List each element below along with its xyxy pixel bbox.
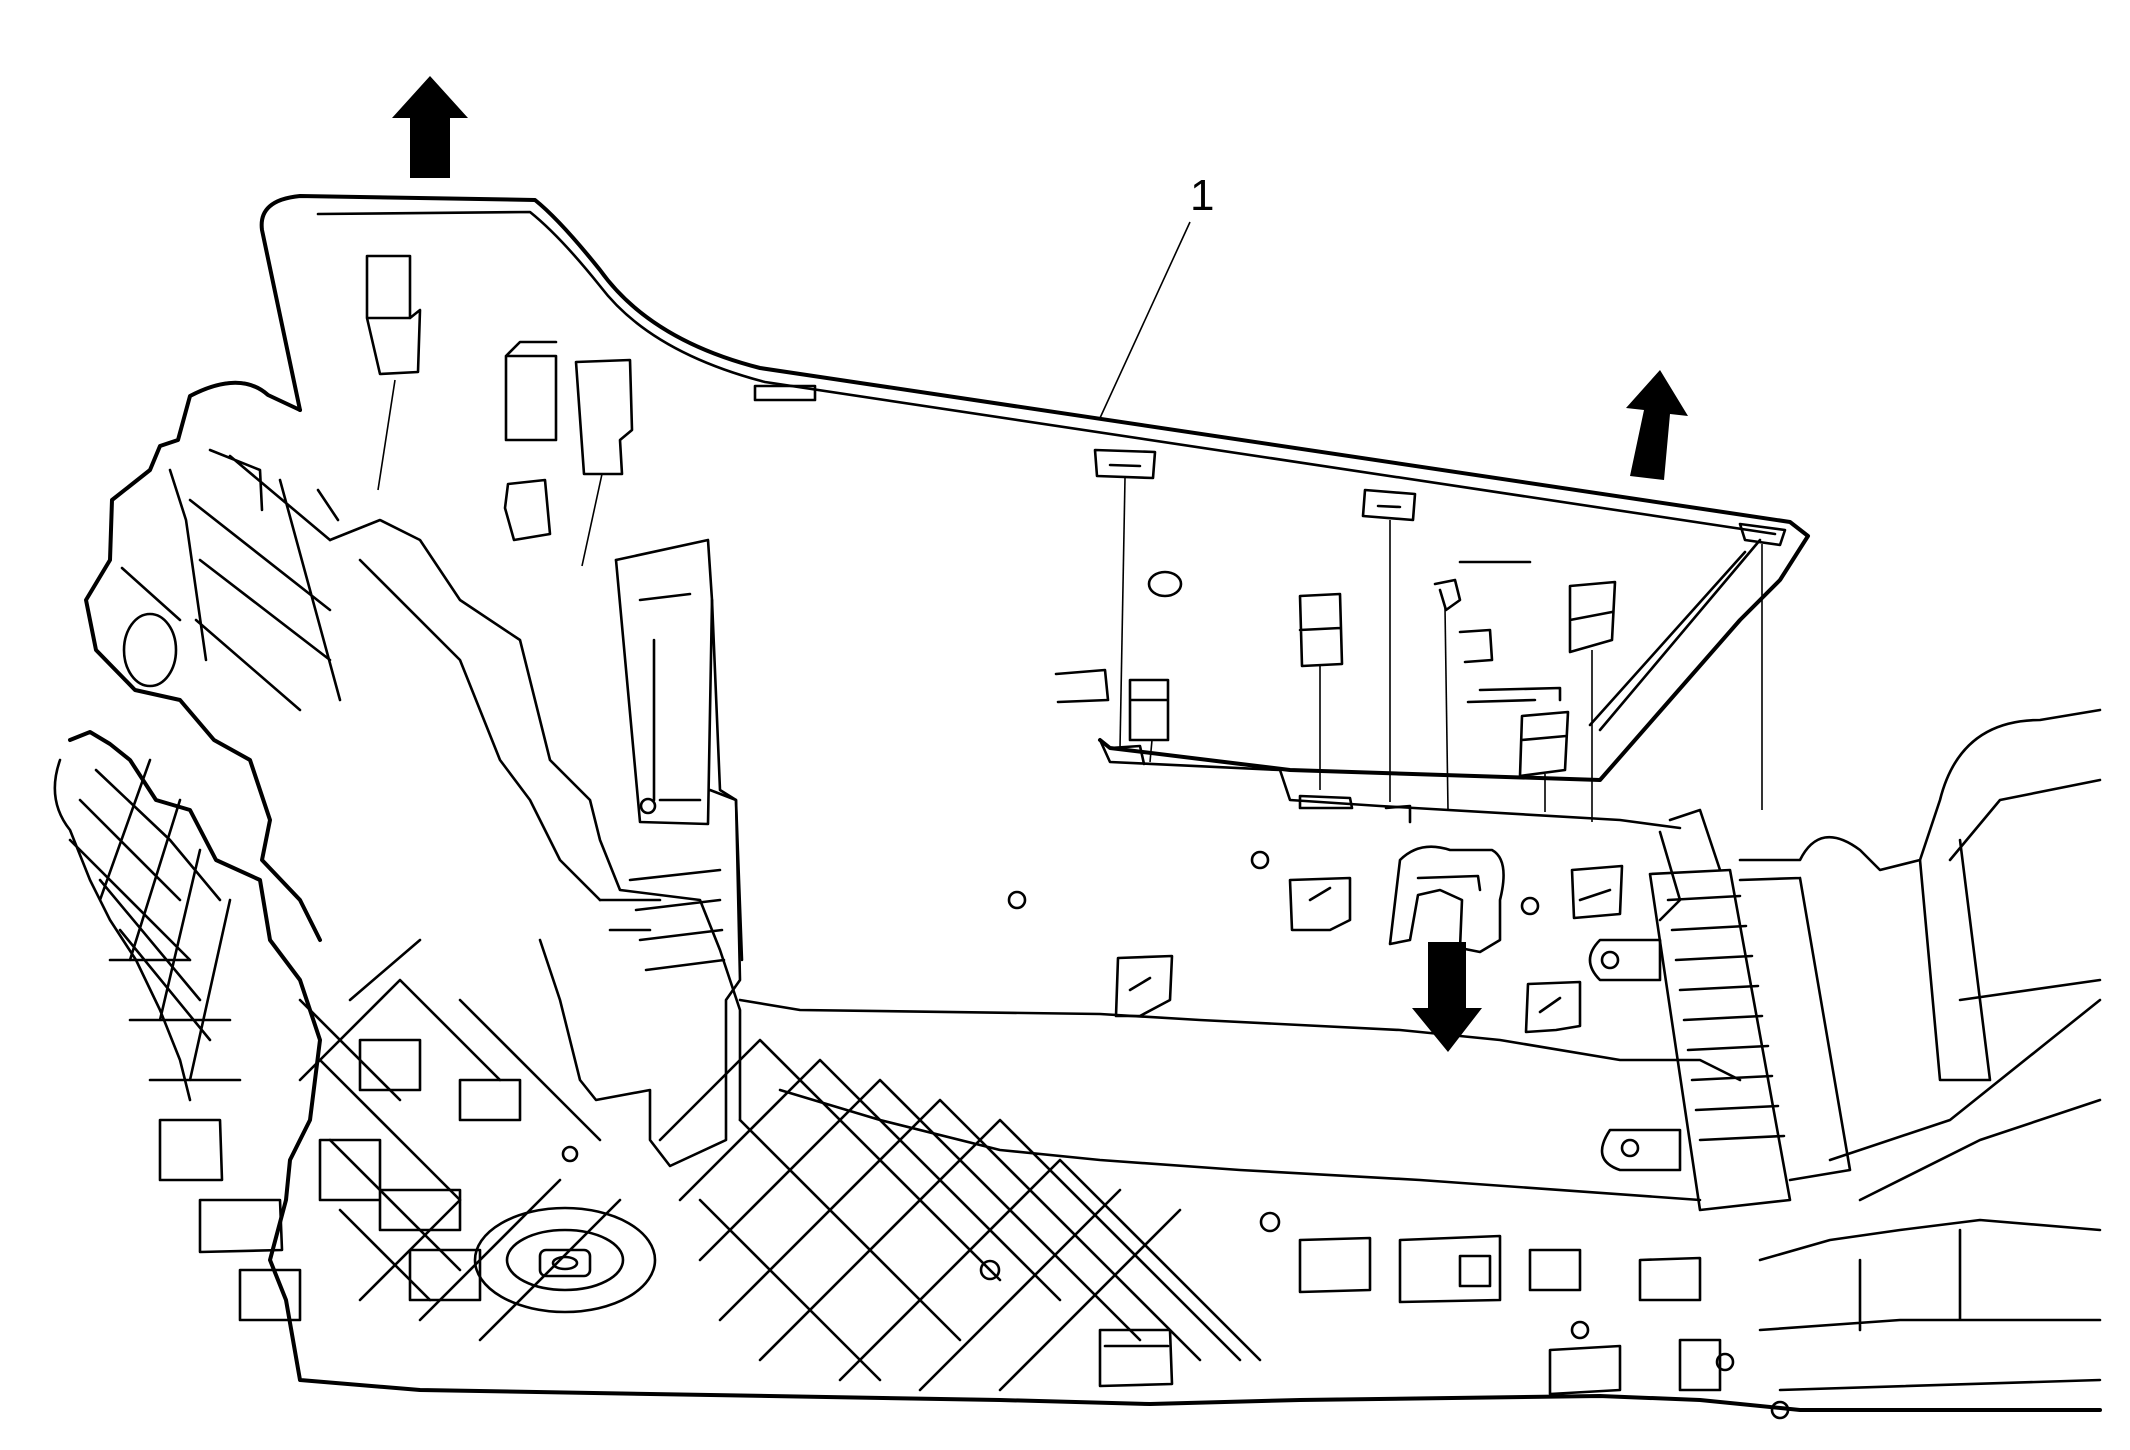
right-panel: [1738, 876, 1852, 1182]
floor-hole-1: [1007, 890, 1027, 910]
lower-right-hole-2: [1715, 1352, 1735, 1372]
leader-b: [581, 473, 603, 567]
center-post-hole: [639, 797, 657, 815]
clip-foot-2: [1298, 794, 1354, 810]
panel-clip-i: [1128, 678, 1170, 742]
panel-clip-h: [1518, 710, 1570, 778]
panel-clip-a: [365, 254, 422, 376]
left-lattice-diagonals: [298, 938, 622, 1342]
console-floor: [738, 708, 2102, 1420]
arrow-center-down: [1412, 942, 1482, 1052]
floor-tab-4: [1570, 864, 1624, 920]
panel-clip-g: [1568, 580, 1617, 654]
floor-tab-1: [1288, 876, 1352, 932]
panel-clip-c: [574, 358, 634, 476]
leader-a: [377, 379, 396, 491]
rear-upright-boss: [122, 612, 178, 688]
trim-panel: [259, 194, 1810, 830]
panel-hole: [1147, 570, 1183, 598]
lattice-hole-3: [561, 1145, 579, 1163]
panel-bracket-1: [1054, 668, 1110, 704]
leader-g: [1444, 607, 1449, 811]
left-lattice-outline: [68, 730, 2102, 1412]
rear-upright-ribs: [120, 448, 342, 712]
right-bracket: [1658, 808, 1722, 922]
panel-clip-d: [503, 478, 552, 542]
far-right-lower: [1828, 778, 2102, 1202]
rim-tab-1: [753, 384, 817, 402]
right-loop-hole-2: [1620, 1138, 1640, 1158]
trim-panel-inner-edge: [1588, 538, 1762, 732]
center-post: [538, 538, 742, 1168]
right-loop-1: [1588, 938, 1662, 982]
right-grille-outline: [1648, 868, 1792, 1212]
panel-bracket-2: [1458, 628, 1562, 702]
shifter-boss-outer: [473, 1206, 657, 1314]
right-loop-2: [1600, 1128, 1682, 1172]
left-wall: [328, 518, 742, 1122]
lattice-hole-1: [979, 1259, 1001, 1281]
floor-tab-2: [1114, 954, 1174, 1018]
arrow-up-icon: [1626, 370, 1688, 480]
shifter-boss-inner: [505, 1228, 625, 1292]
left-lattice-grid: [53, 758, 242, 1102]
far-right-box: [1918, 838, 1992, 1082]
right-loop-hole-1: [1600, 950, 1620, 970]
center-post-slats: [598, 868, 726, 972]
left-lower-blocks: [158, 1038, 522, 1322]
trim-panel-rim: [316, 210, 1777, 536]
rear-upright-outline: [84, 380, 322, 942]
floor-upper-edge: [738, 998, 1742, 1082]
callout-1: 1: [1099, 171, 1214, 419]
panel-clip-f: [1433, 578, 1462, 612]
floor-center-boss: [1388, 845, 1505, 954]
shifter-boss-slot: [538, 1248, 592, 1278]
far-right-bottom: [1758, 1218, 2102, 1392]
panel-clip-e: [1298, 592, 1344, 668]
left-wall-inner: [358, 558, 602, 902]
right-grille-slats: [1666, 894, 1786, 1142]
callout-1-leader: [1099, 221, 1191, 419]
far-right-upper: [1738, 708, 2102, 872]
center-post-inner: [614, 558, 744, 962]
floor-tab-3: [1524, 980, 1582, 1034]
trim-panel-outline: [259, 194, 1810, 782]
clip-leaders: [377, 379, 1763, 822]
far-right-hole: [1770, 1400, 1790, 1420]
shifter-boss-hole: [551, 1255, 579, 1271]
leader-d: [1149, 739, 1153, 763]
rim-clip-3: [1738, 522, 1787, 547]
clip-foot-3: [1384, 804, 1412, 824]
floor-center-boss-inner: [1416, 874, 1482, 892]
panel-lower-rail: [1098, 738, 1682, 830]
arrow-up-icon: [392, 76, 468, 178]
leader-c: [1119, 477, 1126, 749]
rim-clip-1: [1093, 448, 1157, 480]
center-lattice: [658, 1038, 1262, 1392]
console-base: [53, 380, 2102, 1412]
arrow-right-up: [1626, 370, 1688, 480]
floor-lower-edge: [778, 1088, 1702, 1202]
floor-hole-3: [1520, 896, 1540, 916]
arrow-left-up: [392, 76, 468, 178]
callout-1-label: 1: [1190, 171, 1214, 220]
center-lower-box: [1098, 1328, 1174, 1388]
panel-clip-b: [504, 340, 558, 442]
panel-bracket-3: [1458, 560, 1537, 704]
floor-hole-2: [1250, 850, 1270, 870]
lower-right-hole: [1570, 1320, 1590, 1340]
arrow-down-icon: [1412, 942, 1482, 1052]
lattice-hole-2: [1259, 1211, 1281, 1233]
lower-right-boxes: [1298, 1234, 1722, 1396]
rim-clip-2: [1361, 488, 1417, 522]
